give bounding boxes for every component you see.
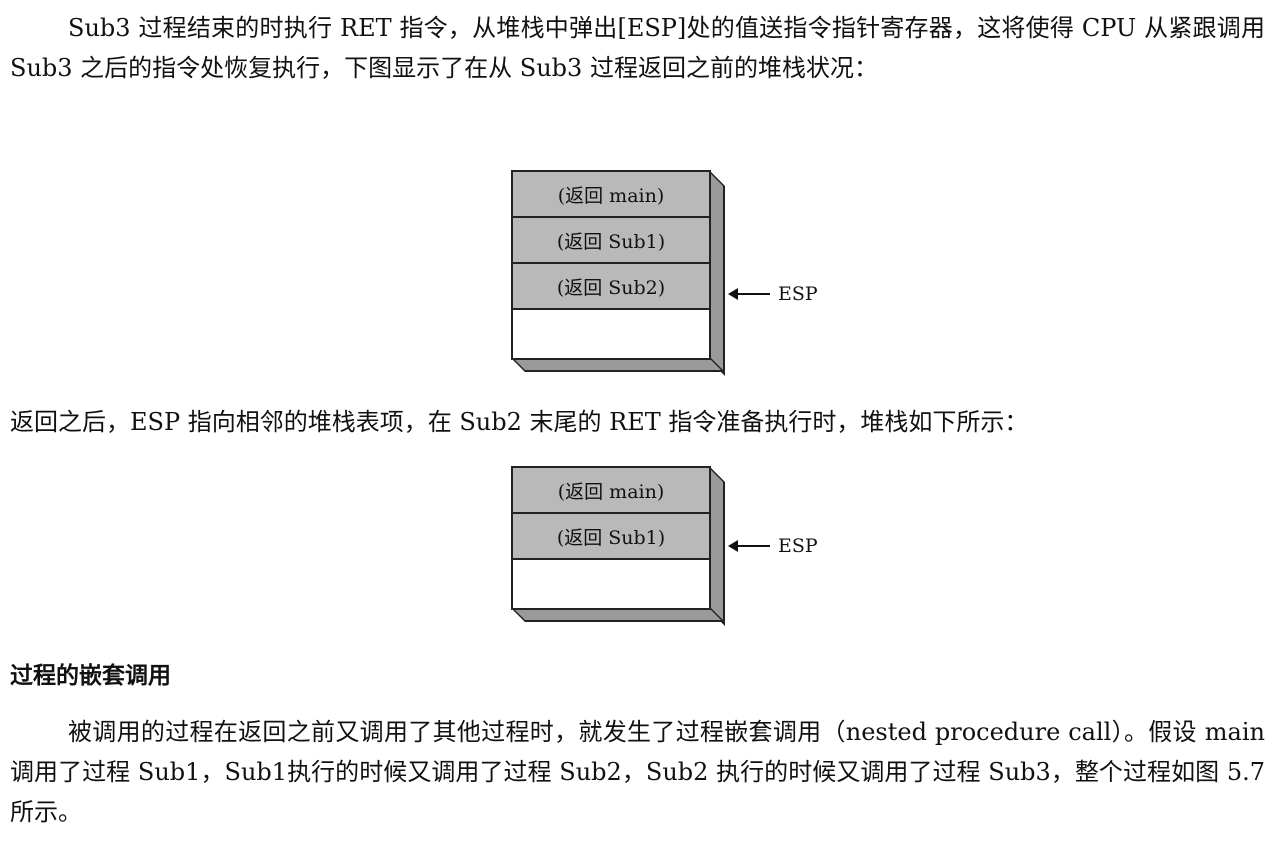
- esp-pointer-1: ESP: [728, 283, 818, 305]
- stack-entry-return-main: (返回 main): [513, 172, 709, 218]
- stack-entry-return-sub2: (返回 Sub2): [513, 264, 709, 310]
- stack-body: (返回 main) (返回 Sub1) (返回 Sub2): [511, 170, 711, 360]
- paragraph-after-return: 返回之后，ESP 指向相邻的堆栈表项，在 Sub2 末尾的 RET 指令准备执行…: [10, 408, 1029, 436]
- stack-body: (返回 main) (返回 Sub1): [511, 466, 711, 610]
- section-heading: 过程的嵌套调用: [10, 663, 171, 689]
- stack-side-face: [709, 466, 725, 626]
- stack-entry-empty: [513, 560, 709, 608]
- stack-side-face: [709, 170, 725, 376]
- stack-bottom-face: [511, 608, 725, 622]
- paragraph-ret-explanation: Sub3 过程结束的时执行 RET 指令，从堆栈中弹出[ESP]处的值送指令指针…: [10, 14, 1265, 82]
- stack-bottom-face: [511, 358, 725, 372]
- esp-label: ESP: [778, 535, 818, 557]
- paragraph-nested-calls: 被调用的过程在返回之前又调用了其他过程时，就发生了过程嵌套调用（nested p…: [10, 718, 1265, 826]
- stack-entry-return-sub1: (返回 Sub1): [513, 218, 709, 264]
- esp-pointer-2: ESP: [728, 535, 818, 557]
- stack-entry-empty: [513, 310, 709, 358]
- esp-label: ESP: [778, 283, 818, 305]
- stack-entry-return-main: (返回 main): [513, 468, 709, 514]
- arrow-left-icon: [728, 288, 770, 300]
- arrow-left-icon: [728, 540, 770, 552]
- stack-entry-return-sub1: (返回 Sub1): [513, 514, 709, 560]
